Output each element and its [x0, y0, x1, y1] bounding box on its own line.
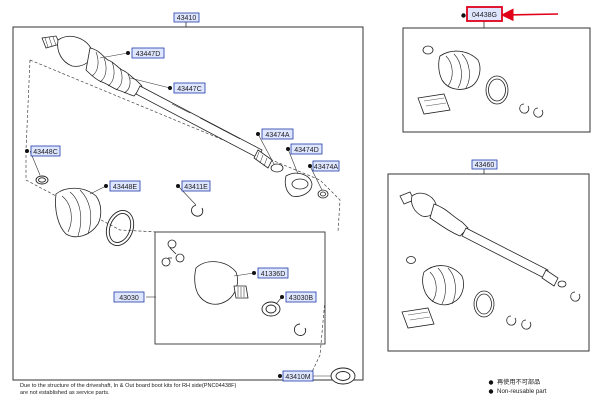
- rh-assembly-frame: [387, 173, 590, 352]
- tripod-joint: [161, 239, 185, 267]
- label-43474a[interactable]: 43474A: [256, 128, 294, 140]
- label-43474a-2[interactable]: 43474A: [308, 160, 340, 172]
- label-leaders: [29, 52, 331, 377]
- svg-text:43410: 43410: [177, 15, 197, 22]
- label-43460[interactable]: 43460: [471, 159, 498, 170]
- boot-kit-parts: [417, 45, 544, 118]
- tulip-housing: [194, 261, 249, 305]
- svg-text:43474A: 43474A: [265, 132, 289, 139]
- footnote-line-2: are not established as service parts.: [20, 390, 110, 396]
- svg-text:43030B: 43030B: [289, 295, 313, 302]
- footnote: Due to the structure of the driveshaft, …: [20, 383, 320, 397]
- svg-text:04438G: 04438G: [472, 12, 497, 19]
- callout-labels: 43410 04438G 43460 43447D 43447C 43448C: [25, 6, 503, 382]
- label-43474d[interactable]: 43474D: [286, 143, 323, 155]
- label-04438g[interactable]: 04438G: [461, 6, 503, 22]
- svg-text:43411E: 43411E: [184, 184, 208, 191]
- snap-ring: [191, 204, 204, 217]
- svg-text:43474A: 43474A: [314, 164, 338, 171]
- label-43030b[interactable]: 43030B: [280, 291, 317, 303]
- rh-driveshaft: [399, 191, 567, 288]
- svg-text:43030: 43030: [119, 295, 139, 302]
- legend-dot-1: [488, 380, 494, 385]
- dashed-leaders: [25, 59, 341, 373]
- footnote-line-1: Due to the structure of the driveshaft, …: [20, 383, 237, 389]
- label-43447c[interactable]: 43447C: [168, 82, 206, 94]
- inner-joint-frame: [154, 231, 326, 345]
- label-43448c[interactable]: 43448C: [25, 145, 61, 157]
- legend: 再使用不可部品 Non-reusable part: [497, 378, 597, 396]
- rh-small-parts: [401, 256, 581, 330]
- svg-text:43474D: 43474D: [294, 147, 319, 154]
- svg-text:43447C: 43447C: [177, 86, 202, 93]
- svg-text:41336D: 41336D: [261, 271, 286, 278]
- dust-cover-group: [284, 172, 329, 199]
- legend-item-en: Non-reusable part: [497, 388, 547, 395]
- boot-clip-left: [35, 175, 49, 185]
- inner-boot: [55, 187, 102, 238]
- svg-text:43460: 43460: [475, 162, 495, 169]
- svg-text:43410M: 43410M: [285, 374, 310, 381]
- label-41336d[interactable]: 41336D: [252, 267, 289, 279]
- seal-ring: [261, 301, 281, 317]
- label-43410[interactable]: 43410: [173, 12, 200, 23]
- svg-text:43448C: 43448C: [33, 149, 58, 156]
- highlight-arrow: [500, 8, 559, 22]
- driveshaft-main: [41, 35, 284, 173]
- circlip: [293, 323, 307, 336]
- boot-band-ring: [105, 210, 135, 246]
- label-43411e[interactable]: 43411E: [176, 180, 211, 192]
- bearing: [330, 367, 356, 385]
- label-43410m[interactable]: 43410M: [278, 370, 314, 382]
- label-43447d[interactable]: 43447D: [126, 47, 165, 59]
- svg-text:43448E: 43448E: [113, 184, 137, 191]
- legend-dot-2: [488, 389, 494, 394]
- legend-item-jp: 再使用不可部品: [497, 379, 541, 386]
- boot-kit-frame: [402, 27, 591, 133]
- label-43030[interactable]: 43030: [113, 291, 145, 303]
- label-43448e[interactable]: 43448E: [104, 180, 141, 192]
- svg-text:43447D: 43447D: [136, 51, 161, 58]
- main-frame: [12, 26, 364, 381]
